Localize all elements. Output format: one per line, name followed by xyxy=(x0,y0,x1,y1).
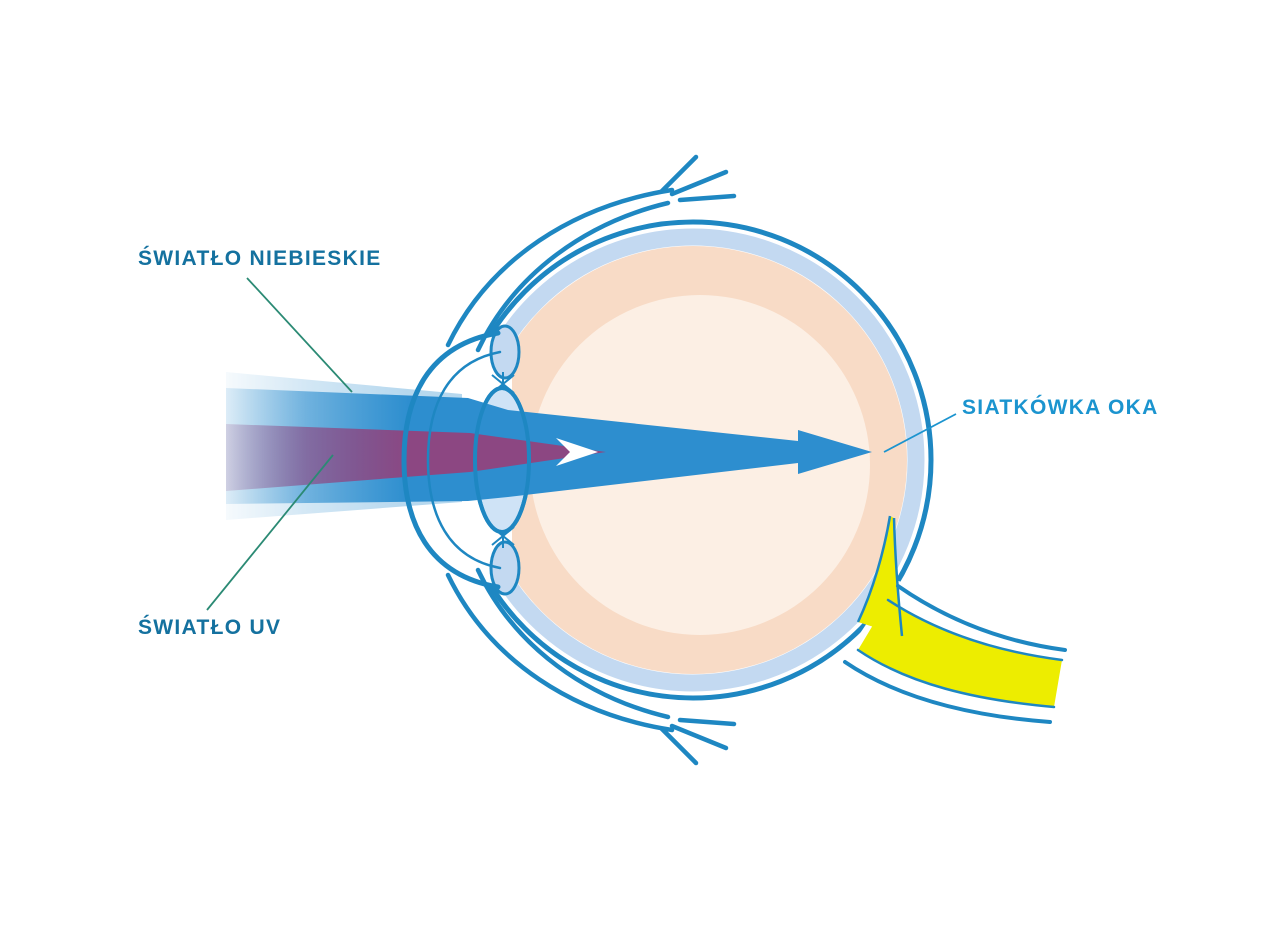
upper-eyelid-outer xyxy=(445,187,675,348)
upper-eyelid-inner xyxy=(475,200,671,353)
eyelids xyxy=(445,154,737,766)
retina-label: SIATKÓWKA OKA xyxy=(962,396,1159,419)
cornea-inner-line xyxy=(426,350,502,570)
upper-eyelash-2 xyxy=(669,169,729,197)
lower-eyelash-2 xyxy=(669,723,729,751)
blue-light-label: ŚWIATŁO NIEBIESKIE xyxy=(138,247,382,270)
optic-disc-edge-left xyxy=(856,515,892,623)
lower-eyelid-outer xyxy=(445,572,675,733)
optic-nerve-fiber-bundle xyxy=(858,600,1062,707)
cornea-outline xyxy=(401,330,501,590)
uv-light-leader-line xyxy=(206,454,334,611)
uv-light-beam xyxy=(226,424,606,491)
ciliary-body-bottom xyxy=(489,540,521,596)
nerve-sheath-bottom-inner xyxy=(856,648,1056,709)
optic-disc-wedge xyxy=(858,516,902,636)
lower-eyelash-1 xyxy=(659,726,699,766)
nerve-sheath-top-outer xyxy=(896,584,1067,652)
blue-light-leader-line xyxy=(246,277,353,393)
uv-light-label: ŚWIATŁO UV xyxy=(138,616,282,639)
ciliary-body-top xyxy=(489,324,521,380)
lens-outline-overlay xyxy=(473,386,531,534)
upper-eyelash-3 xyxy=(677,193,737,203)
nerve-sheath-top-inner xyxy=(886,598,1064,662)
nerve-sheath-bottom-outer xyxy=(843,660,1052,724)
optic-disc-edge-right xyxy=(892,517,904,637)
lower-eyelid-inner xyxy=(475,567,671,720)
lower-eyelash-3 xyxy=(677,717,737,727)
retina-leader-line xyxy=(883,413,957,453)
uv-focus-arrowhead xyxy=(556,438,598,466)
optic-nerve xyxy=(838,515,1070,726)
upper-eyelash-1 xyxy=(659,154,699,194)
